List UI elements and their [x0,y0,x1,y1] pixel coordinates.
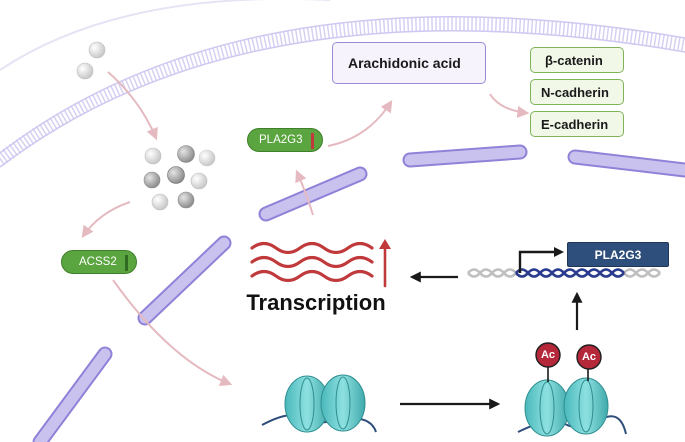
transcription-label-box: Transcription [240,288,392,318]
flow-arrow [107,71,158,141]
e-cadherin-label: E-cadherin [541,116,609,132]
mrna-wave [250,241,374,255]
flow-arrow [81,201,131,238]
mrna-wave [250,269,374,283]
mrna-wave [250,255,374,269]
pill-marker [125,255,128,271]
nucleosomes-right [517,342,627,437]
flow-arrow [112,279,233,387]
acetate-molecule [151,193,169,211]
pla2g3-pill-label: PLA2G3 [259,134,303,146]
acetate-molecule [190,172,208,190]
beta-catenin-box: β-catenin [530,47,624,73]
acss2-pill: ACSS2 [61,250,137,274]
mitochondria [32,144,685,442]
mrna-waves [250,241,374,283]
promoter-arrow [518,247,564,273]
arachidonic-acid-box: Arachidonic acid [332,42,486,84]
ac-label-2: Ac [581,351,597,363]
process-arrows [400,271,583,410]
acetylated-nucleosome [563,377,609,435]
ac-mark-1: Ac [536,343,560,367]
flow-arrow [489,93,530,118]
transcription-label: Transcription [246,290,386,315]
flow-arrows [81,71,530,387]
transcription-up-arrow [379,239,391,288]
pla2g3-gene-box: PLA2G3 [567,242,669,267]
flow-arrow [327,99,393,147]
nucleosomes-left [261,374,377,433]
dna-strand [467,268,661,278]
n-cadherin-box: N-cadherin [530,79,624,105]
e-cadherin-box: E-cadherin [530,111,624,137]
nucleosome [320,374,366,432]
acetate-molecule [198,149,216,167]
acetate-molecule [143,171,161,189]
arachidonic-acid-label: Arachidonic acid [348,55,461,71]
cell-edge [0,0,330,71]
beta-catenin-label: β-catenin [545,52,603,68]
acetyl-mark [535,342,561,368]
n-cadherin-label: N-cadherin [541,84,609,100]
acss2-pill-label: ACSS2 [79,256,117,268]
acetate-molecule [76,62,94,80]
metabolite-spheres [76,41,216,211]
acetate-molecule [167,166,185,184]
pill-marker [311,133,314,149]
ac-label-1: Ac [540,349,556,361]
acetate-molecule [144,147,162,165]
nucleus-membrane [0,16,685,168]
acetate-molecule [177,145,195,163]
acetate-molecule [88,41,106,59]
acetate-molecule [177,191,195,209]
acetylated-nucleosome [524,379,570,437]
pla2g3-pill: PLA2G3 [247,128,323,152]
flow-arrow [295,169,314,216]
ac-mark-2: Ac [577,345,601,369]
acetyl-mark [576,344,602,370]
pla2g3-gene-label: PLA2G3 [594,247,642,262]
